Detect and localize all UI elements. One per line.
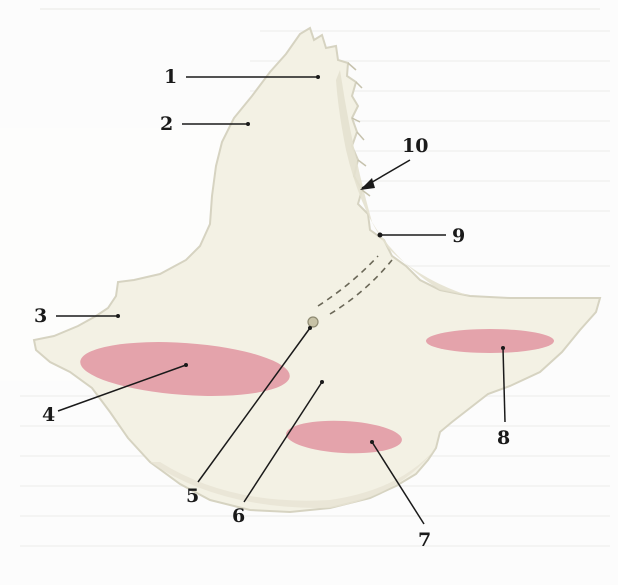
endpoint-1 — [316, 75, 320, 79]
endpoint-9 — [378, 233, 383, 238]
endpoint-2 — [246, 122, 250, 126]
label-6: 6 — [232, 505, 245, 527]
endpoint-6 — [320, 380, 324, 384]
label-3: 3 — [34, 305, 47, 327]
foramen-hole — [308, 317, 318, 327]
endpoint-4 — [184, 363, 188, 367]
label-2: 2 — [160, 113, 173, 135]
label-7: 7 — [418, 529, 431, 551]
label-5: 5 — [186, 485, 199, 507]
endpoint-8 — [501, 346, 505, 350]
label-9: 9 — [452, 225, 465, 247]
label-1: 1 — [164, 66, 177, 88]
muscle-area-right — [426, 329, 554, 353]
endpoint-7 — [370, 440, 374, 444]
label-10: 10 — [402, 135, 428, 157]
endpoint-5 — [308, 326, 312, 330]
label-8: 8 — [497, 427, 510, 449]
endpoint-3 — [116, 314, 120, 318]
label-4: 4 — [42, 404, 55, 426]
